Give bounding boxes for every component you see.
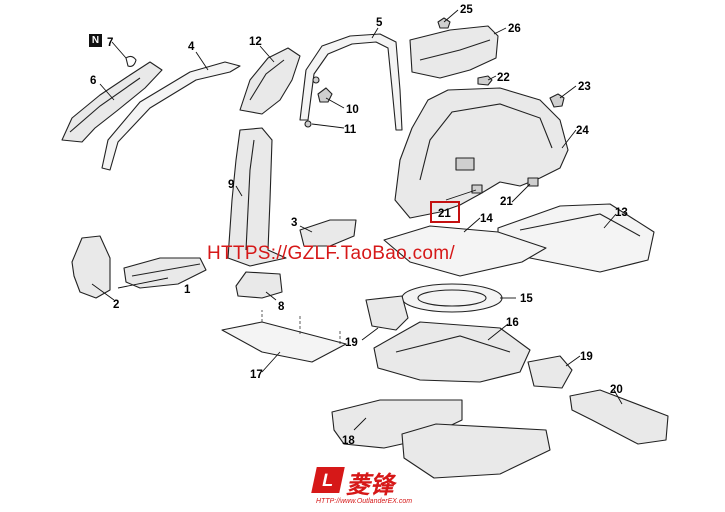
part-19-storage-box-left (365, 295, 409, 331)
brand-logo: L 菱锋 (311, 465, 414, 499)
part-19-storage-box-right (527, 355, 573, 389)
part-15-spare-ring (401, 283, 503, 313)
part-3-bracket (299, 219, 357, 247)
part-6-front-pillar-trim (61, 61, 163, 143)
part-8-scuff-trim (235, 271, 283, 299)
part-20-rear-bracket (569, 389, 669, 445)
n-badge: N (89, 34, 102, 47)
callout-4: 4 (188, 41, 195, 53)
callout-20: 20 (610, 384, 623, 396)
logo-url: HTTP://www.OutlanderEX.com (316, 498, 413, 505)
highlight-box-21 (430, 201, 460, 223)
callout-5: 5 (376, 17, 383, 29)
part-1-sill-plate (123, 257, 207, 289)
part-18-tray-b (401, 423, 551, 479)
logo-text: 菱锋 (346, 471, 394, 499)
callout-8: 8 (278, 301, 285, 313)
part-23-clip (549, 93, 565, 108)
part-7-clip (125, 55, 137, 67)
callout-24: 24 (576, 125, 589, 137)
callout-7: 7 (107, 37, 113, 49)
watermark-url: HTTPS://GZLF.TaoBao.com/ (207, 243, 455, 264)
part-25-clip (437, 17, 451, 29)
callout-17: 17 (250, 369, 263, 381)
callout-19-right: 19 (580, 351, 593, 363)
part-14-floor-mat (383, 225, 547, 277)
callout-26: 26 (508, 23, 521, 35)
part-9-center-pillar-trim (227, 127, 287, 267)
callout-10: 10 (346, 104, 359, 116)
callout-21-highlighted: 21 (438, 208, 451, 220)
leader-lines (91, 9, 623, 431)
part-11-screw (304, 120, 312, 128)
callout-25: 25 (460, 4, 473, 16)
callout-12: 12 (249, 36, 262, 48)
callout-19-left: 19 (345, 337, 358, 349)
part-17-floor-panel (221, 321, 347, 363)
callout-13: 13 (615, 207, 628, 219)
callout-9: 9 (228, 179, 234, 191)
callout-23: 23 (578, 81, 591, 93)
part-5-opening-trim (299, 33, 403, 131)
part-2-lower-trim (71, 235, 111, 299)
callout-21: 21 (500, 196, 513, 208)
part-24-quarter-trim (394, 87, 569, 219)
part-10-clip (317, 87, 333, 103)
callout-15: 15 (520, 293, 533, 305)
logo-mark: L (311, 467, 345, 493)
part-4-weatherstrip (101, 61, 241, 171)
callout-18: 18 (342, 435, 355, 447)
callout-6: 6 (90, 75, 96, 87)
part-21-clip (471, 184, 483, 194)
callout-22: 22 (497, 72, 510, 84)
callout-3: 3 (291, 217, 297, 229)
part-12-upper-pillar-trim (239, 47, 301, 115)
callout-14: 14 (480, 213, 493, 225)
callout-11: 11 (344, 124, 357, 136)
callout-1: 1 (184, 284, 191, 296)
callout-16: 16 (506, 317, 519, 329)
callout-2: 2 (113, 299, 119, 311)
part-22-clip (477, 75, 493, 86)
part-16-luggage-tray (373, 321, 531, 383)
